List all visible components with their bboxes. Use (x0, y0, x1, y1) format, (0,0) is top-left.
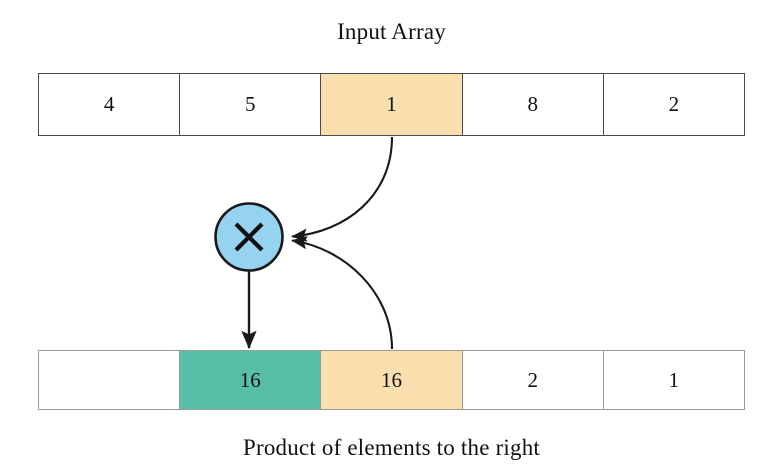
arrow-input-cell-to-operator (291, 136, 394, 242)
input-array-title: Input Array (337, 19, 446, 44)
output-array-caption: Product of elements to the right (242, 435, 541, 460)
input-array-cell-2[interactable]: 1 (321, 74, 463, 135)
input-array: 4 5 1 8 2 (38, 73, 745, 136)
output-array: 16 16 2 1 (38, 350, 745, 410)
input-array-cell-0[interactable]: 4 (39, 74, 181, 135)
input-array-cell-3[interactable]: 8 (462, 74, 604, 135)
input-array-cell-1[interactable]: 5 (180, 74, 322, 135)
output-array-cell-4[interactable]: 1 (603, 351, 745, 409)
output-array-cell-2[interactable]: 16 (321, 351, 463, 409)
arrow-output-cell-to-operator (291, 236, 394, 350)
input-array-cell-4[interactable]: 2 (603, 74, 745, 135)
output-array-cell-3[interactable]: 2 (462, 351, 604, 409)
multiply-operator-label: × (215, 203, 283, 271)
output-array-cell-1[interactable]: 16 (180, 351, 322, 409)
output-array-cell-0[interactable] (39, 351, 181, 409)
